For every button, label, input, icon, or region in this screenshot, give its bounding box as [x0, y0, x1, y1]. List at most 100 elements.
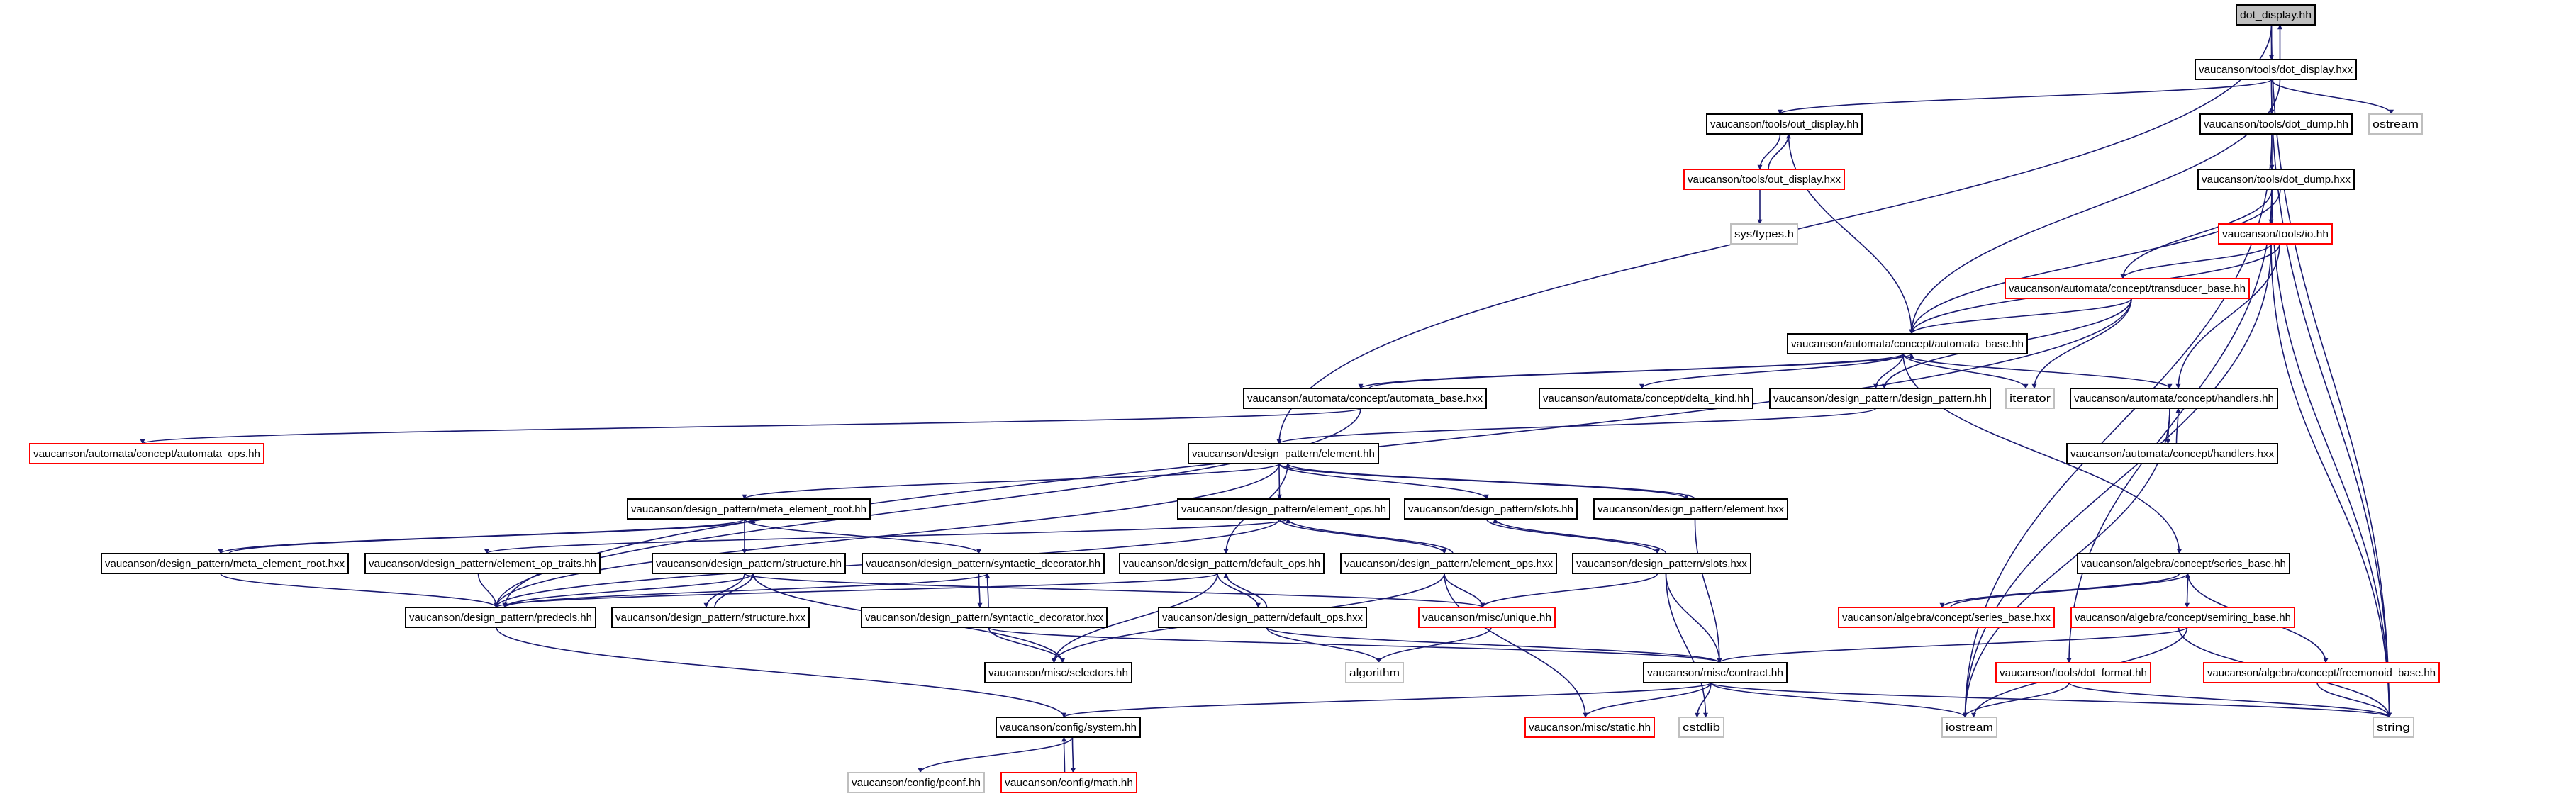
- node-default-ops-hxx[interactable]: vaucanson/design_pattern/default_ops.hxx: [1158, 607, 1367, 628]
- node-default-ops-hh[interactable]: vaucanson/design_pattern/default_ops.hh: [1119, 553, 1325, 574]
- node-freemonoid-base-hh[interactable]: vaucanson/algebra/concept/freemonoid_bas…: [2203, 662, 2440, 683]
- node-ostream[interactable]: ostream: [2368, 113, 2423, 135]
- node-label: vaucanson/automata/concept/handlers.hxx: [2070, 448, 2274, 460]
- node-string[interactable]: string: [2373, 717, 2414, 738]
- node-sys-types-h[interactable]: sys/types.h: [1730, 223, 1798, 245]
- node-dot-display-hxx[interactable]: vaucanson/tools/dot_display.hxx: [2195, 59, 2357, 80]
- edge-element_hxx-to-element_hh: [1285, 463, 1696, 500]
- node-syntactic-decorator-hxx[interactable]: vaucanson/design_pattern/syntactic_decor…: [861, 607, 1108, 628]
- edge-contract_hh-to-system_hh: [1061, 682, 1712, 718]
- edge-dot_display_hxx-to-out_display_hh: [1778, 79, 2273, 115]
- node-box: [1158, 607, 1367, 628]
- node-label: vaucanson/automata/concept/delta_kind.hh: [1543, 393, 1749, 405]
- node-series-base-hxx[interactable]: vaucanson/algebra/concept/series_base.hx…: [1838, 607, 2055, 628]
- node-predecls-hh[interactable]: vaucanson/design_pattern/predecls.hh: [405, 607, 596, 628]
- node-slots-hxx[interactable]: vaucanson/design_pattern/slots.hxx: [1572, 553, 1751, 574]
- edge-contract_hh-to-static_hh: [1583, 682, 1712, 718]
- node-io-hh[interactable]: vaucanson/tools/io.hh: [2218, 223, 2333, 245]
- node-element-ops-hh[interactable]: vaucanson/design_pattern/element_ops.hh: [1177, 498, 1390, 520]
- node-iterator[interactable]: iterator: [2005, 388, 2055, 409]
- edge-slots_hxx-to-unique_hh: [1480, 573, 1658, 608]
- edge-slots_hxx-to-slots_hh: [1493, 518, 1667, 554]
- edge-io_hh-to-string: [2270, 243, 2392, 718]
- node-transducer-base-hh[interactable]: vaucanson/automata/concept/transducer_ba…: [2005, 278, 2250, 299]
- node-automata-base-hh[interactable]: vaucanson/automata/concept/automata_base…: [1787, 333, 2028, 354]
- node-meta-element-root-hh[interactable]: vaucanson/design_pattern/meta_element_ro…: [627, 498, 871, 520]
- edge-contract_hh-to-iostream: [1710, 682, 1968, 718]
- node-handlers-hh[interactable]: vaucanson/automata/concept/handlers.hh: [2070, 388, 2278, 409]
- node-box: [611, 607, 810, 628]
- node-label: vaucanson/automata/concept/automata_ops.…: [33, 448, 260, 460]
- node-box: [2373, 717, 2414, 738]
- edge-transducer_base_hh-to-automata_base_hh: [1909, 298, 2132, 335]
- edge-freemonoid_base_hh-to-string: [2316, 682, 2392, 718]
- node-label: vaucanson/automata/concept/transducer_ba…: [2009, 283, 2246, 295]
- edge-system_hh-to-pconf_hh: [918, 736, 1074, 773]
- node-element-hxx[interactable]: vaucanson/design_pattern/element.hxx: [1593, 498, 1788, 520]
- node-dot-format-hh[interactable]: vaucanson/tools/dot_format.hh: [1995, 662, 2151, 683]
- edge-automata_base_hh-to-design_pattern_hh: [1873, 353, 1904, 389]
- node-label: vaucanson/design_pattern/syntactic_decor…: [865, 612, 1103, 624]
- edge-default_ops_hxx-to-algorithm: [1266, 627, 1381, 663]
- node-series-base-hh[interactable]: vaucanson/algebra/concept/series_base.hh: [2077, 553, 2290, 574]
- node-box: [1730, 223, 1798, 245]
- edge-element_ops_hxx-to-element_ops_hh: [1286, 518, 1454, 554]
- edge-element_op_traits_hh-to-predecls_hh: [477, 573, 499, 608]
- node-box: [2197, 169, 2355, 190]
- node-math-hh[interactable]: vaucanson/config/math.hh: [1000, 772, 1137, 793]
- node-box: [1593, 498, 1788, 520]
- node-element-hh[interactable]: vaucanson/design_pattern/element.hh: [1188, 443, 1379, 464]
- node-syntactic-decorator-hh[interactable]: vaucanson/design_pattern/syntactic_decor…: [862, 553, 1105, 574]
- node-semiring-base-hh[interactable]: vaucanson/algebra/concept/semiring_base.…: [2070, 607, 2295, 628]
- node-label: vaucanson/tools/dot_format.hh: [2000, 667, 2147, 679]
- node-design-pattern-hh[interactable]: vaucanson/design_pattern/design_pattern.…: [1769, 388, 1991, 409]
- node-box: [847, 772, 985, 793]
- edge-element_hh-to-slots_hh: [1278, 463, 1489, 500]
- node-delta-kind-hh[interactable]: vaucanson/automata/concept/delta_kind.hh: [1539, 388, 1753, 409]
- edge-math_hh-to-system_hh: [1061, 736, 1067, 773]
- node-out-display-hxx[interactable]: vaucanson/tools/out_display.hxx: [1683, 169, 1845, 190]
- node-selectors-hh[interactable]: vaucanson/misc/selectors.hh: [984, 662, 1132, 683]
- node-box: [1995, 662, 2151, 683]
- edge-automata_base_hh-to-handlers_hh: [1902, 353, 2173, 389]
- node-box: [1838, 607, 2055, 628]
- node-contract-hh[interactable]: vaucanson/misc/contract.hh: [1643, 662, 1788, 683]
- node-box: [2195, 59, 2357, 80]
- node-automata-base-hxx[interactable]: vaucanson/automata/concept/automata_base…: [1243, 388, 1487, 409]
- edge-dot_dump_hxx-to-dot_format_hh: [2066, 189, 2273, 663]
- node-static-hh[interactable]: vaucanson/misc/static.hh: [1524, 717, 1655, 738]
- edge-dot_dump_hxx-to-string: [2271, 189, 2392, 718]
- edge-system_hh-to-math_hh: [1070, 736, 1076, 773]
- node-box: [1119, 553, 1325, 574]
- node-iostream[interactable]: iostream: [1941, 717, 1997, 738]
- node-handlers-hxx[interactable]: vaucanson/automata/concept/handlers.hxx: [2066, 443, 2278, 464]
- edge-series_base_hxx-to-series_base_hh: [1950, 573, 2190, 608]
- node-unique-hh[interactable]: vaucanson/misc/unique.hh: [1418, 607, 1556, 628]
- edge-series_base_hh-to-semiring_base_hh: [2185, 573, 2190, 608]
- node-dot-display-hh[interactable]: dot_display.hh: [2236, 4, 2316, 26]
- node-dot-dump-hh[interactable]: vaucanson/tools/dot_dump.hh: [2199, 113, 2353, 135]
- node-out-display-hh[interactable]: vaucanson/tools/out_display.hh: [1706, 113, 1863, 135]
- node-element-op-traits-hh[interactable]: vaucanson/design_pattern/element_op_trai…: [364, 553, 601, 574]
- node-algorithm[interactable]: algorithm: [1345, 662, 1404, 683]
- node-automata-ops-hh[interactable]: vaucanson/automata/concept/automata_ops.…: [29, 443, 264, 464]
- edge-default_ops_hxx-to-default_ops_hh: [1223, 573, 1268, 608]
- edge-dot_format_hh-to-iostream: [1963, 682, 2070, 718]
- node-structure-hxx[interactable]: vaucanson/design_pattern/structure.hxx: [611, 607, 810, 628]
- node-label: vaucanson/design_pattern/element.hh: [1192, 448, 1375, 460]
- edge-structure_hh-to-predecls_hh: [502, 573, 754, 608]
- node-element-ops-hxx[interactable]: vaucanson/design_pattern/element_ops.hxx: [1340, 553, 1557, 574]
- node-pconf-hh[interactable]: vaucanson/config/pconf.hh: [847, 772, 985, 793]
- node-cstdlib[interactable]: cstdlib: [1678, 717, 1724, 738]
- edge-design_pattern_hh-to-element_hh: [1276, 408, 1877, 444]
- edge-dot_dump_hxx-to-automata_base_hh: [1909, 189, 2281, 335]
- edge-out_display_hxx-to-out_display_hh: [1768, 133, 1791, 170]
- node-box: [1177, 498, 1390, 520]
- node-slots-hh[interactable]: vaucanson/design_pattern/slots.hh: [1404, 498, 1578, 520]
- node-dot-dump-hxx[interactable]: vaucanson/tools/dot_dump.hxx: [2197, 169, 2355, 190]
- edge-contract_hh-to-string: [1710, 682, 2392, 718]
- node-meta-element-root-hxx[interactable]: vaucanson/design_pattern/meta_element_ro…: [101, 553, 349, 574]
- node-structure-hh[interactable]: vaucanson/design_pattern/structure.hh: [652, 553, 846, 574]
- edge-syntactic_decorator_hxx-to-contract_hh: [988, 627, 1722, 663]
- node-system-hh[interactable]: vaucanson/config/system.hh: [996, 717, 1141, 738]
